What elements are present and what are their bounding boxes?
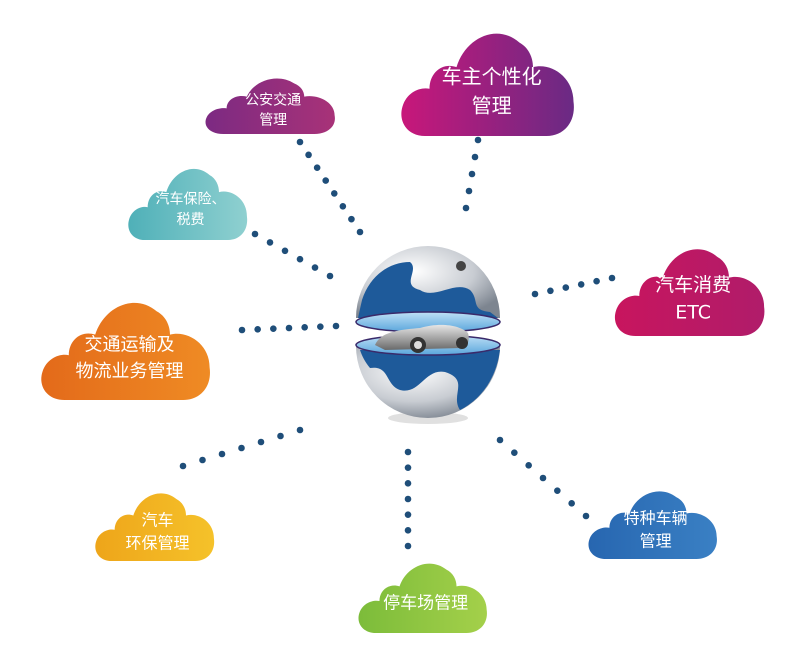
connector-dot: [296, 255, 304, 263]
connector-dot: [462, 204, 470, 212]
connector-dot: [257, 438, 265, 446]
cloud-parking[interactable]: 停车场管理: [358, 563, 487, 633]
connector-dot: [339, 202, 347, 210]
connector-dot: [554, 487, 561, 494]
cloud-label: 车主个性化: [442, 65, 542, 89]
cloud-label: ETC: [675, 301, 711, 323]
connector-dot: [313, 164, 321, 172]
connector-dot: [322, 177, 330, 184]
connector-dot: [301, 324, 308, 331]
connector-dot: [404, 495, 412, 503]
cloud-consumption-etc[interactable]: 汽车消费 ETC: [614, 249, 765, 336]
connector-dot: [593, 277, 600, 285]
connector-dot: [465, 187, 473, 195]
connector-dot: [218, 450, 226, 458]
connector-dot: [525, 462, 532, 469]
cloud-label: 停车场管理: [383, 594, 468, 614]
connector-dot: [582, 512, 590, 520]
connector-dot: [305, 151, 312, 159]
connector-dot: [277, 432, 284, 440]
cloud-insurance-tax[interactable]: 汽车保险、税费: [128, 168, 248, 240]
connector-dot: [179, 462, 187, 470]
connector-dot: [348, 215, 355, 223]
globe-with-car-icon: [355, 246, 501, 424]
connector-dot: [238, 444, 245, 452]
connector-dot: [404, 448, 412, 456]
connector-dot: [238, 326, 246, 334]
connector-dot: [539, 474, 547, 482]
connector-dot: [317, 323, 324, 330]
cloud-label: 环保管理: [125, 534, 189, 553]
connector-dot: [474, 136, 482, 144]
connector-dot: [577, 281, 585, 288]
cloud-label: 管理: [472, 94, 512, 118]
connector-dot: [326, 272, 334, 280]
connector-dot: [404, 464, 412, 471]
connector-dot: [404, 527, 412, 534]
connector-dot: [547, 287, 554, 295]
connector-dot: [471, 153, 479, 161]
cloud-label: 汽车: [141, 510, 173, 529]
connector-dot: [511, 449, 518, 456]
connector-dot: [332, 322, 340, 330]
connector-dots: [179, 136, 616, 550]
cloud-label: 汽车消费: [655, 274, 731, 296]
cloud-label: 管理: [640, 532, 672, 551]
connector-dot: [296, 138, 304, 146]
connector-dot: [468, 170, 476, 178]
cloud-label: 汽车保险、: [155, 191, 225, 208]
connector-dot: [311, 264, 319, 271]
cloud-label: 物流业务管理: [76, 361, 184, 382]
connector-dot: [296, 426, 304, 434]
connector-dot: [270, 325, 277, 332]
cloud-label: 税费: [176, 212, 204, 228]
connector-dot: [251, 230, 259, 238]
connector-dot: [568, 500, 575, 507]
connector-dot: [404, 480, 412, 487]
connector-dot: [496, 436, 504, 444]
connector-dot: [254, 326, 261, 333]
cloud-label: 公安交通: [245, 91, 301, 108]
connector-dot: [281, 247, 289, 255]
connector-dot: [330, 190, 338, 197]
connector-dot: [531, 290, 539, 298]
connector-dot: [199, 456, 206, 464]
connector-dot: [562, 284, 570, 291]
connector-dot: [404, 511, 412, 518]
connector-dot: [285, 324, 293, 332]
connector-dot: [356, 228, 364, 236]
cloud-label: 交通运输及: [85, 335, 175, 356]
connector-dot: [266, 239, 274, 246]
connector-dot: [404, 542, 412, 550]
cloud-label: 特种车辆: [624, 508, 688, 527]
cloud-label: 管理: [259, 113, 287, 129]
connector-dot: [608, 274, 616, 282]
